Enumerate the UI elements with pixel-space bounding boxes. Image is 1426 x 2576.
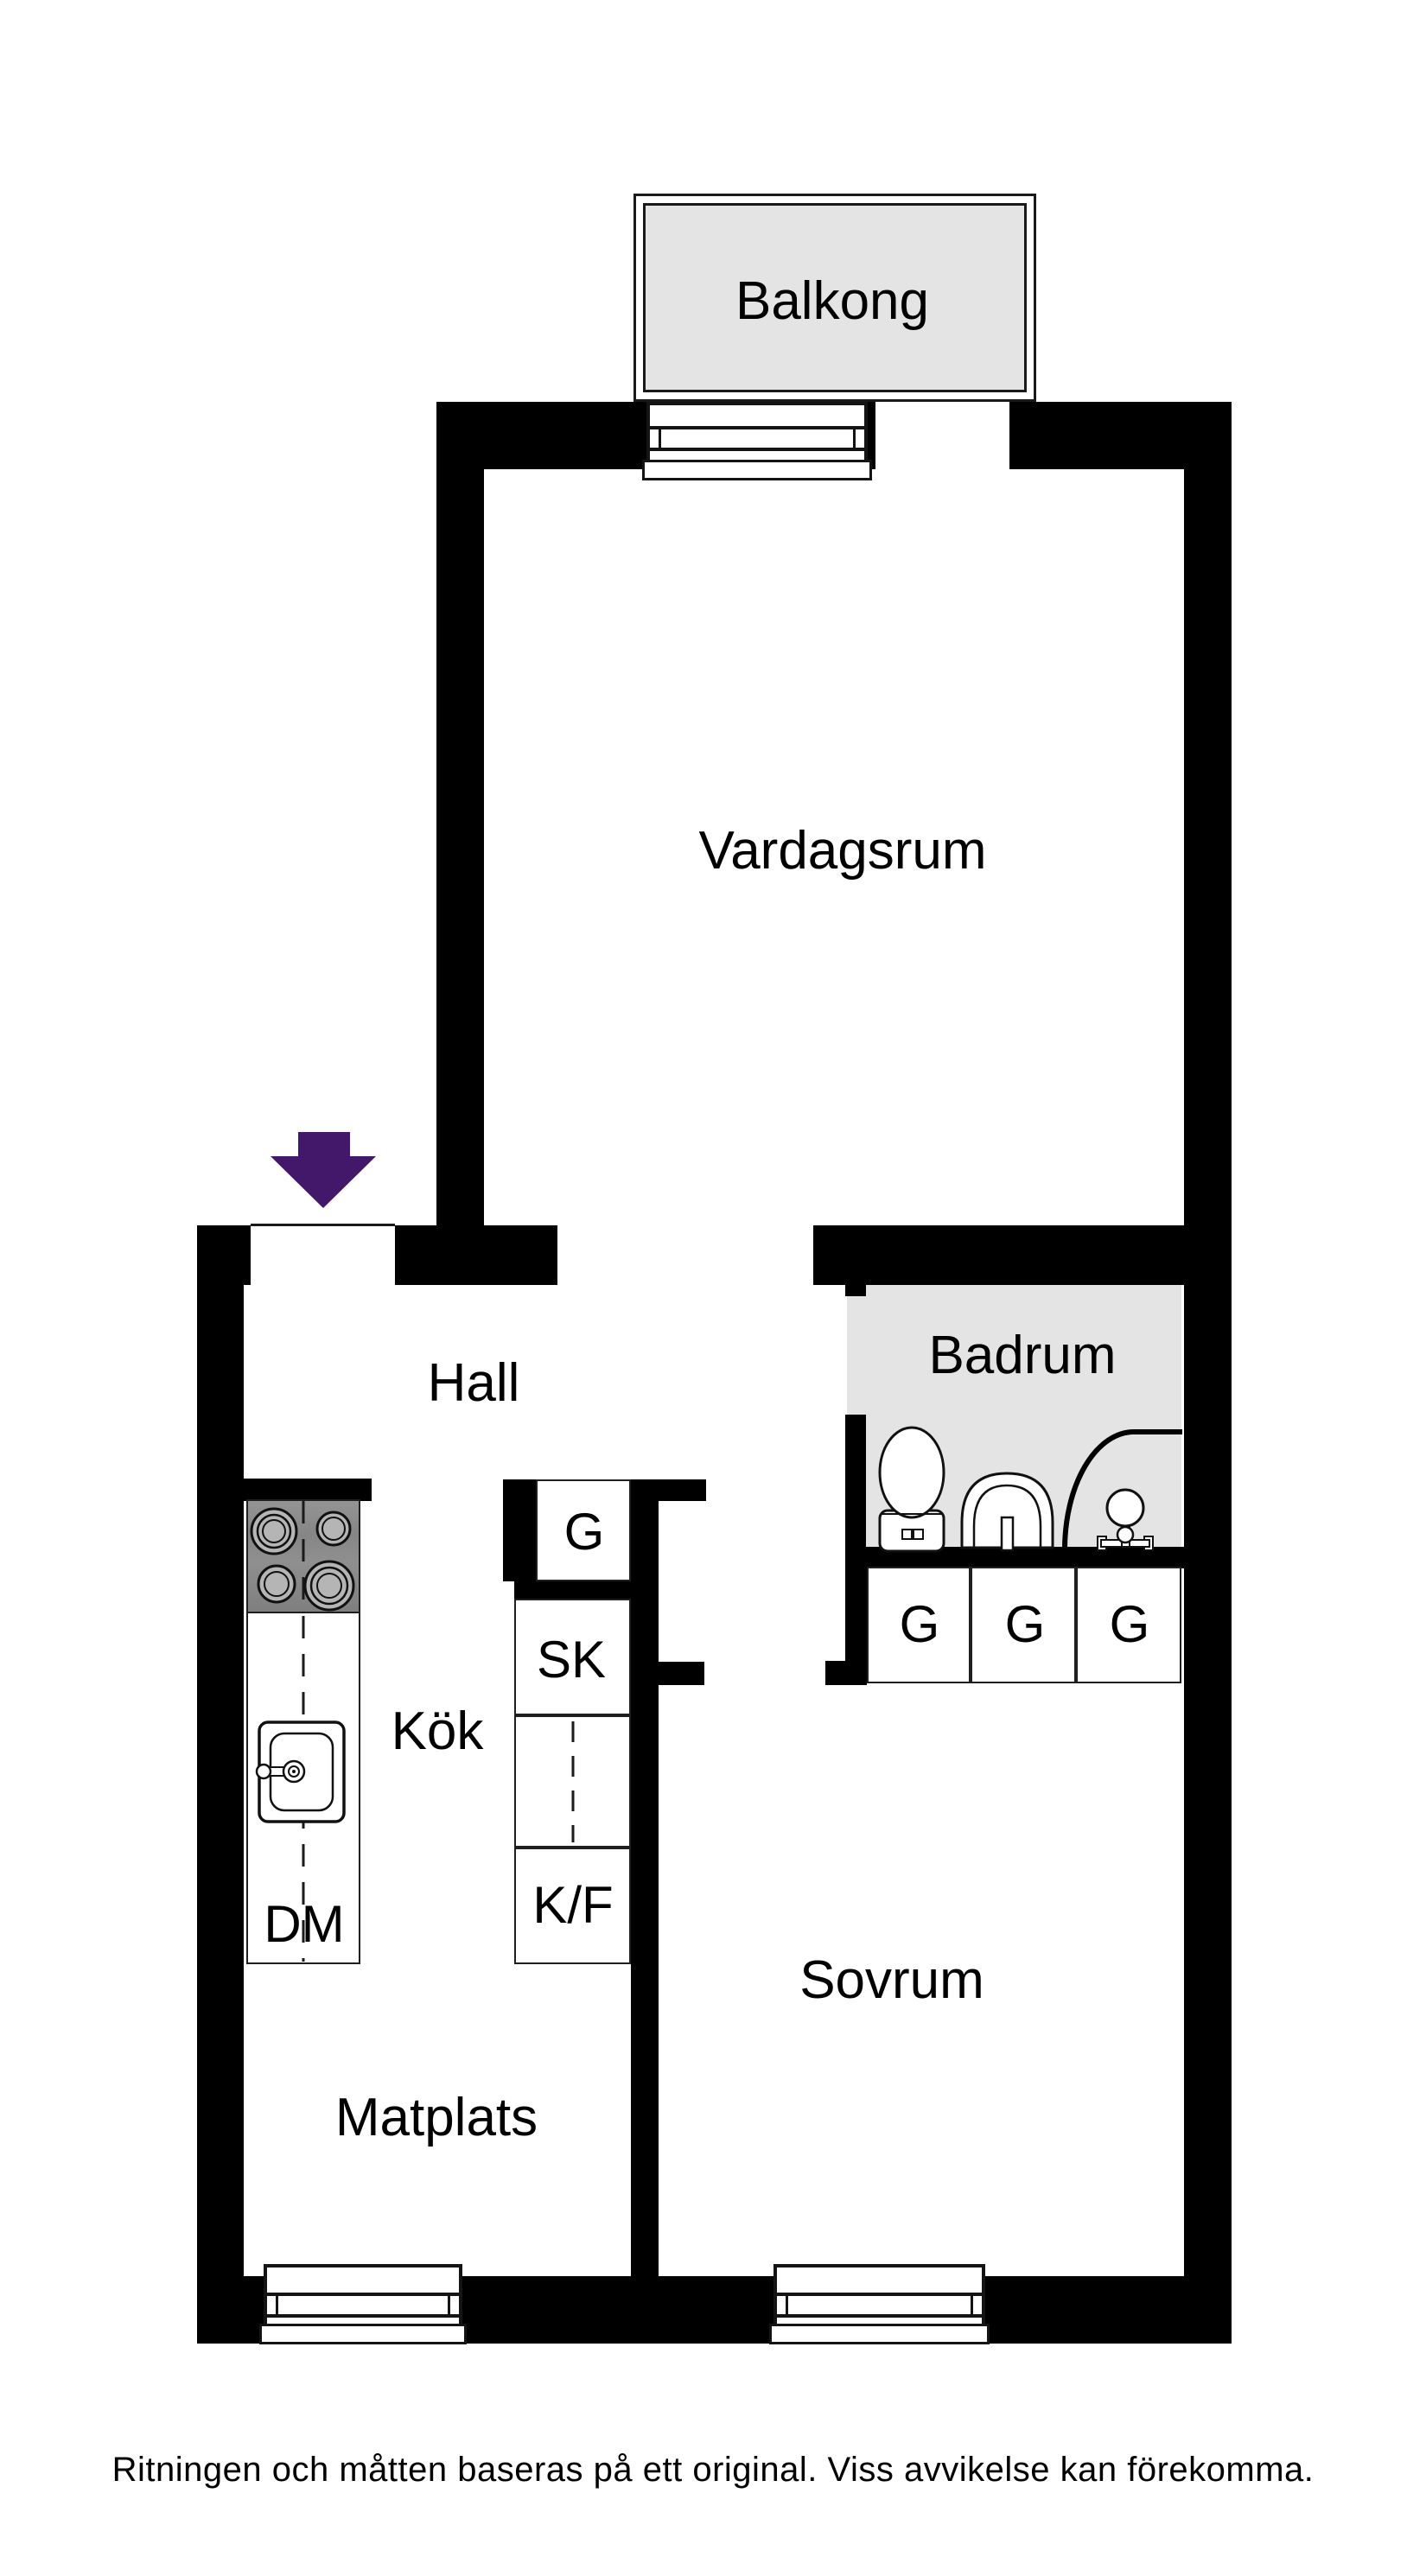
- room-label-hall: Hall: [427, 1353, 520, 1413]
- bedroom-window-icon: [769, 2264, 990, 2344]
- stove-burners-icon: [250, 1501, 355, 1612]
- room-label-sovrum: Sovrum: [799, 1950, 984, 2010]
- closet-bedroom-3: [1076, 1567, 1181, 1683]
- wall-bathroom-door-stub: [845, 1285, 866, 1296]
- balcony-area: [633, 194, 1036, 402]
- bathroom-sink-icon: [960, 1472, 1054, 1552]
- wall-gcloset-left: [503, 1479, 536, 1581]
- room-label-badrum: Badrum: [928, 1326, 1117, 1385]
- closet-bedroom-2: [971, 1567, 1076, 1683]
- room-label-balkong: Balkong: [735, 271, 930, 331]
- wall-counter-top-bar: [244, 1479, 372, 1501]
- toilet-icon: [878, 1426, 945, 1553]
- wall-bedroom-door-stub: [631, 1662, 704, 1685]
- wall-left: [197, 1225, 244, 2344]
- wall-bathroom-left: [845, 1415, 866, 1568]
- room-label-vardagsrum: Vardagsrum: [698, 821, 987, 881]
- wall-closets-left-foot: [825, 1661, 867, 1685]
- entrance-arrow-head-icon: [271, 1156, 376, 1208]
- room-label-kok: Kök: [391, 1701, 484, 1761]
- closet-label-bedroom-g1: G: [899, 1595, 940, 1653]
- closet-bedroom-1: [867, 1567, 971, 1683]
- wall-window-stub: [866, 402, 875, 469]
- appliance-label-dm: DM: [264, 1895, 345, 1953]
- closet-label-kitchen-sk: SK: [536, 1631, 607, 1689]
- closet-label-bedroom-g2: G: [1004, 1595, 1046, 1653]
- balcony-door-window-icon: [642, 402, 872, 480]
- wall-bathroom-top: [813, 1225, 1232, 1285]
- closet-kitchen-kf: [514, 1848, 631, 1964]
- kitchen-sink-icon: [255, 1721, 346, 1823]
- wall-g-sk-divider: [514, 1580, 631, 1599]
- closet-label-kitchen-g: G: [563, 1503, 605, 1561]
- wall-right: [1184, 402, 1232, 2344]
- entrance-arrow-icon: [298, 1132, 350, 1158]
- shower-icon: [1062, 1429, 1182, 1551]
- closet-label-kitchen-kf: K/F: [532, 1876, 614, 1934]
- room-label-matplats: Matplats: [334, 2088, 538, 2147]
- wall-column-right: [631, 1479, 659, 2296]
- footer-disclaimer: Ritningen och måtten baseras på ett orig…: [111, 2451, 1315, 2489]
- closet-label-bedroom-g3: G: [1109, 1595, 1150, 1653]
- wall-hall-t-piece: [395, 1225, 557, 1285]
- closet-kitchen-sk: [514, 1599, 631, 1715]
- entrance-threshold-line: [251, 1224, 395, 1226]
- balcony-floor: [643, 203, 1027, 392]
- closet-kitchen-g: [536, 1479, 631, 1581]
- dining-window-icon: [259, 2264, 467, 2344]
- wall-livingroom-left: [436, 402, 484, 1225]
